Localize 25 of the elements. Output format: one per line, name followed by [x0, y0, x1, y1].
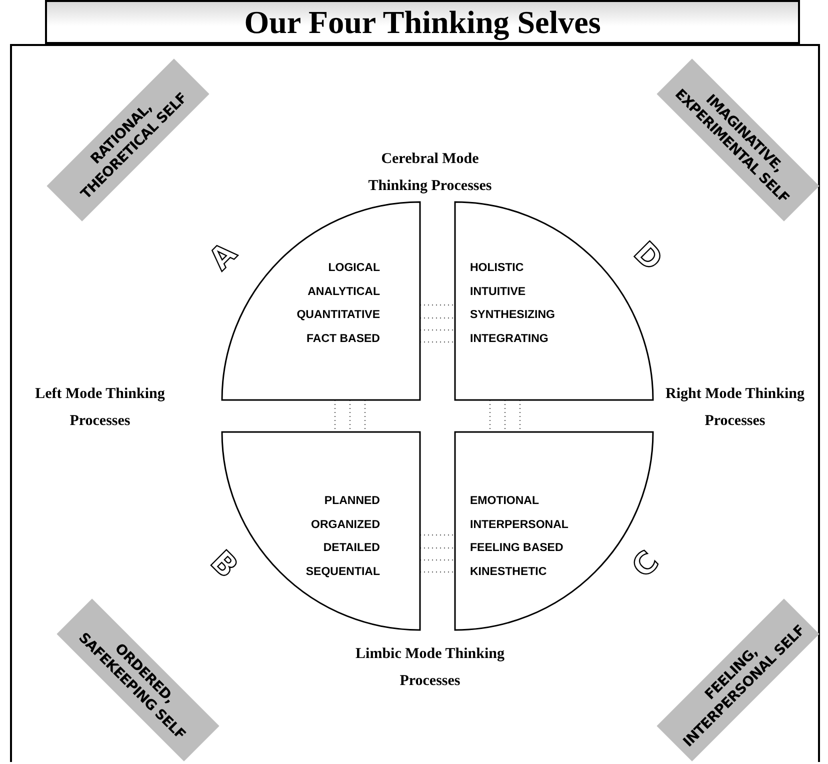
trait-text: QUANTITATIVE	[296, 308, 380, 323]
mode-label: Left Mode Thinking Processes	[34, 385, 166, 431]
mode-label: Right Mode Thinking Processes	[664, 385, 806, 431]
title-banner: Our Four Thinking Selves	[45, 0, 800, 44]
trait-text: EMOTIONAL	[470, 494, 539, 509]
trait-text: PLANNED	[324, 494, 380, 509]
trait-text: LOGICAL	[328, 261, 380, 276]
trait-text: SYNTHESIZING	[470, 308, 555, 323]
mode-label: Cerebral Mode Thinking Processes	[367, 150, 493, 196]
mode-label: Limbic Mode Thinking Processes	[355, 645, 505, 691]
trait-text: FEELING BASED	[470, 541, 564, 556]
trait-text: ORGANIZED	[311, 518, 380, 532]
quadrant-letter: C	[628, 546, 664, 584]
trait-text: ANALYTICAL	[308, 284, 380, 300]
trait-text: INTEGRATING	[470, 332, 548, 346]
trait-text: HOLISTIC	[470, 261, 524, 276]
trait-text: FACT BASED	[306, 332, 380, 346]
trait-text: INTUITIVE	[470, 284, 526, 300]
trait-text: INTERPERSONAL	[470, 518, 568, 532]
quadrant-letter: B	[204, 546, 242, 584]
trait-text: KINESTHETIC	[470, 564, 547, 580]
trait-text: SEQUENTIAL	[306, 564, 380, 580]
quadrant-letter: D	[628, 238, 667, 276]
trait-text: DETAILED	[323, 541, 380, 556]
quadrant-letter: A	[204, 238, 242, 276]
